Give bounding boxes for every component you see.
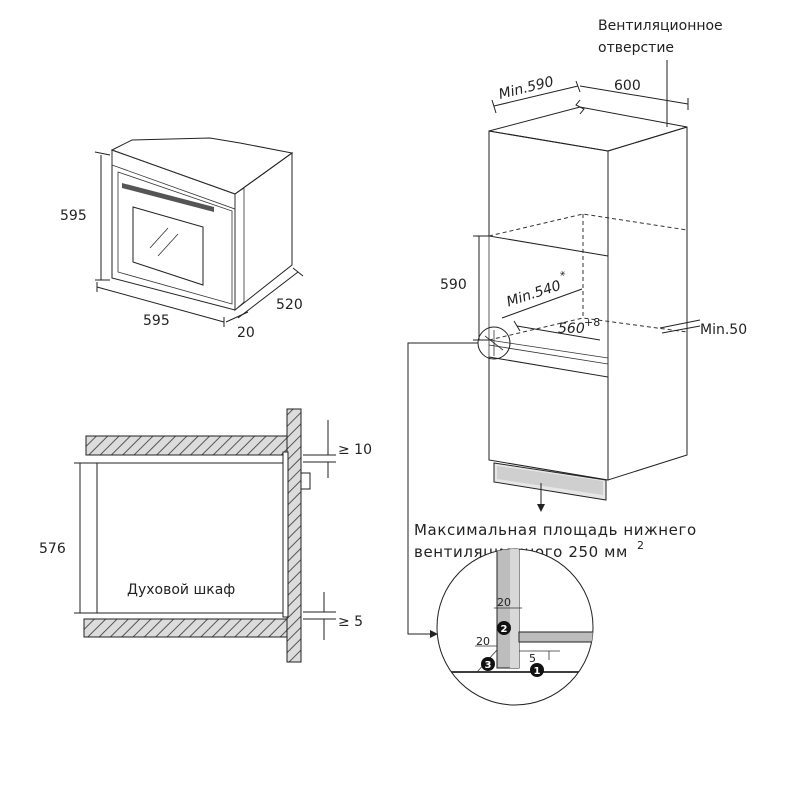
- oven-width-label: 595: [143, 313, 170, 329]
- niche-height-label: 590: [440, 277, 467, 293]
- detail-dim-bottom: 5: [529, 652, 536, 665]
- bottom-vent-sup: 2: [637, 539, 644, 552]
- oven-depth-label: 520: [276, 297, 303, 313]
- niche-depth-group: Min.540 *: [505, 268, 569, 311]
- niche-width-group: 560 +8: [558, 316, 600, 337]
- oven-height-label: 595: [60, 208, 87, 224]
- min-gap-label: Min.50: [700, 322, 747, 338]
- oven-isometric: [110, 137, 294, 312]
- niche-width-sup: +8: [584, 316, 600, 329]
- niche-depth-sup: *: [559, 268, 569, 282]
- side-view: [74, 408, 336, 663]
- vent-label-line1: Вентиляционное: [598, 18, 723, 34]
- cabinet-width-label: 600: [614, 78, 641, 94]
- oven-label: Духовой шкаф: [127, 582, 235, 598]
- bottom-vent-line1: Максимальная площадь нижнего: [414, 521, 697, 539]
- niche-width-label: 560: [558, 321, 585, 337]
- oven-front-label: 20: [237, 325, 255, 341]
- detail-dim-top: 20: [497, 596, 511, 609]
- top-gap-label: ≥ 10: [338, 442, 372, 458]
- detail-view: [436, 548, 594, 706]
- marker-1: 1: [534, 666, 541, 677]
- vent-label-line2: отверстие: [598, 40, 674, 56]
- detail-dim-left: 20: [476, 635, 490, 648]
- niche-depth-label: Min.540: [505, 278, 563, 311]
- oven-dimension-lines: [94, 151, 304, 327]
- cabinet: [473, 60, 701, 512]
- marker-2: 2: [501, 624, 508, 635]
- marker-3: 3: [485, 660, 492, 671]
- side-height-label: 576: [39, 541, 66, 557]
- bottom-gap-label: ≥ 5: [338, 614, 363, 630]
- callout: [407, 326, 511, 638]
